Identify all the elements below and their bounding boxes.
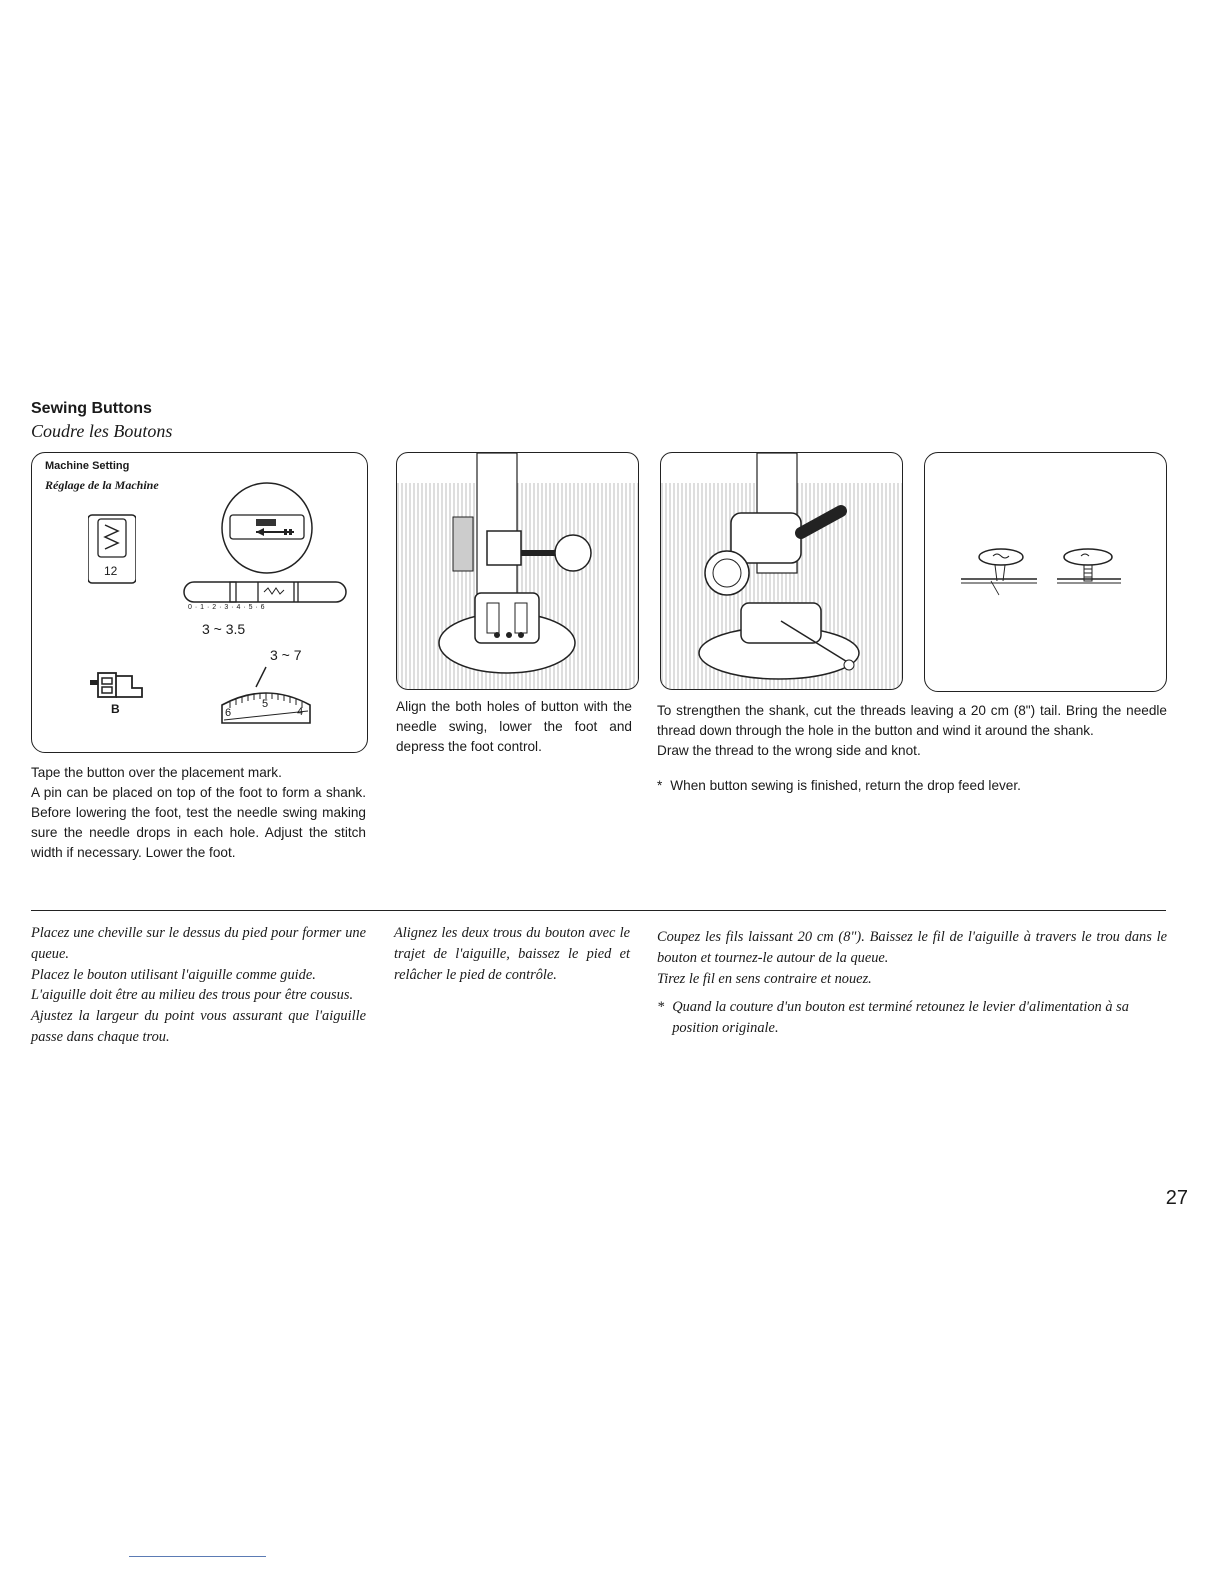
pattern-number: 12 (104, 564, 118, 578)
paragraph: Draw the thread to the wrong side and kn… (657, 743, 921, 759)
paragraph: To strengthen the shank, cut the threads… (657, 703, 1167, 739)
paragraph: A pin can be placed on top of the foot t… (31, 785, 366, 861)
paragraph: Placez une cheville sur le dessus du pie… (31, 925, 366, 962)
instructions-col3-fr: Coupez les fils laissant 20 cm (8"). Bai… (657, 927, 1167, 1039)
paragraph: Tirez le fil en sens contraire et nouez. (657, 970, 872, 987)
paragraph: Ajustez la largeur du point vous assuran… (31, 1008, 366, 1045)
note-marker: * (657, 999, 665, 1016)
stitch-length-range: 3 ~ 7 (270, 647, 302, 663)
machine-setting-label-french: Réglage de la Machine (45, 478, 159, 492)
machine-setting-label: Machine Setting (45, 460, 130, 472)
drop-feed-dial-icon (220, 481, 314, 575)
section-title: Sewing Buttons (31, 400, 152, 417)
instructions-col2-fr: Alignez les deux trous du bouton avec le… (394, 925, 630, 983)
paragraph: L'aiguille doit être au milieu des trous… (31, 987, 354, 1004)
foot-letter: B (111, 702, 120, 716)
paragraph: Tape the button over the placement mark. (31, 765, 282, 780)
instructions-col3-en: To strengthen the shank, cut the threads… (657, 701, 1167, 796)
footer-line (129, 1556, 266, 1557)
instructions-col1-fr: Placez une cheville sur le dessus du pie… (31, 923, 366, 1048)
paragraph: Placez le bouton utilisant l'aiguille co… (31, 966, 316, 983)
section-divider (31, 910, 1166, 911)
note-marker: * (657, 778, 663, 794)
section-title-french: Coudre les Boutons (31, 421, 173, 441)
dial-number-6: 6 (225, 707, 232, 719)
width-scale: 0 · 1 · 2 · 3 · 4 · 5 · 6 (188, 604, 266, 611)
stitch-length-dial-icon (220, 665, 312, 727)
zigzag-pattern-icon (87, 511, 137, 585)
note: * Quand la couture d'un bouton est termi… (657, 997, 1167, 1039)
note-text: Quand la couture d'un bouton est terminé… (672, 999, 1129, 1037)
stitch-width-slider-icon (182, 580, 348, 604)
illustration-finished-button (924, 452, 1167, 692)
page-number: 27 (1165, 1187, 1188, 1209)
instructions-col1-en: Tape the button over the placement mark.… (31, 763, 366, 863)
illustration-wind-shank (660, 452, 903, 690)
note: * When button sewing is finished, return… (657, 776, 1167, 796)
stitch-width-range: 3 ~ 3.5 (202, 621, 246, 637)
note-text: When button sewing is finished, return t… (670, 778, 1021, 794)
dial-number-5: 5 (262, 698, 269, 710)
instructions-col2-en: Align the both holes of button with the … (396, 699, 632, 755)
dial-number-4: 4 (297, 706, 304, 718)
illustration-align-button (396, 452, 639, 690)
paragraph: Coupez les fils laissant 20 cm (8"). Bai… (657, 929, 1167, 966)
machine-setting-panel: Machine Setting Réglage de la Machine 12 (31, 452, 368, 753)
presser-foot-icon (88, 670, 144, 700)
